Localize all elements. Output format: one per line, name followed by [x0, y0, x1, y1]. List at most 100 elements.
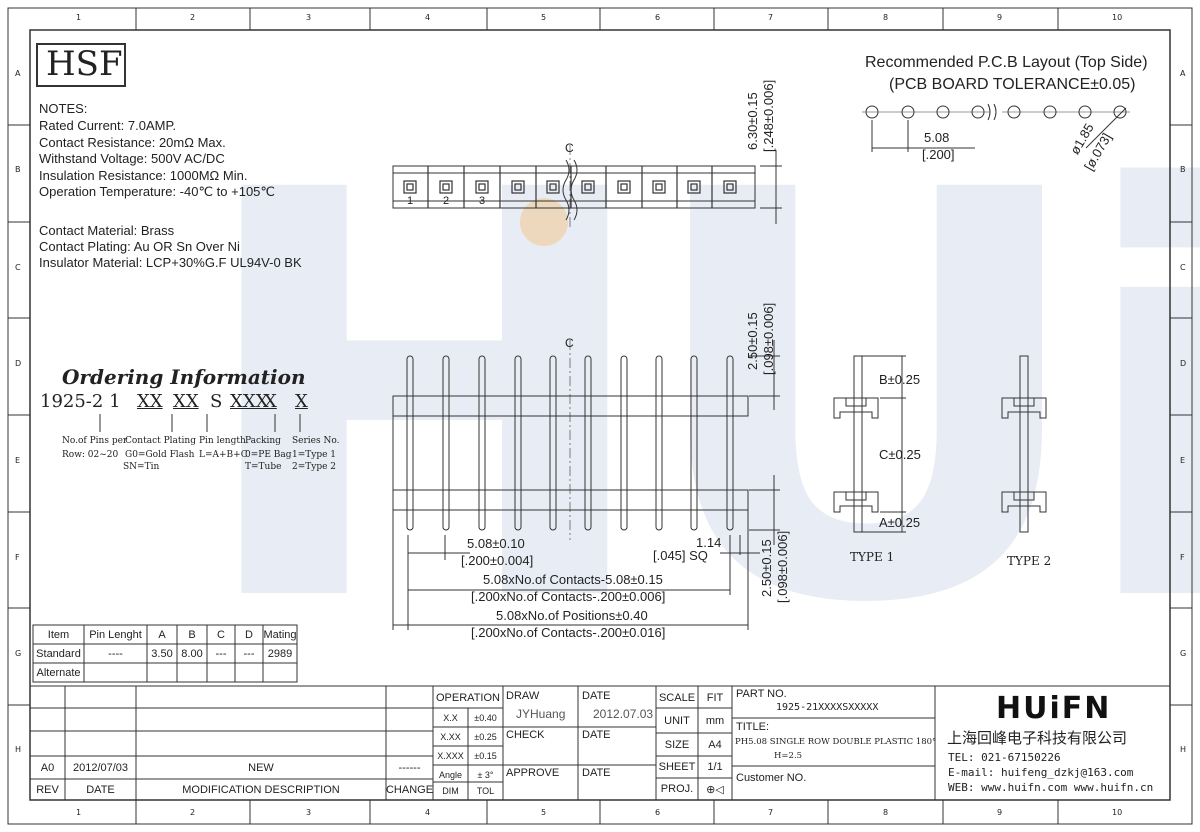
pin-size-dim: 1.14 [696, 535, 722, 550]
rev-date-value: 2012/07/03 [72, 762, 129, 774]
pin-table-header: D [245, 629, 253, 641]
part-title-line1: PH5.08 SINGLE ROW DOUBLE PLASTIC 180° [735, 737, 937, 747]
ordering-legend-line: G0=Gold Flash [125, 450, 195, 460]
watermark: HUiFN [190, 74, 1200, 726]
ordering-code-part: S [210, 391, 223, 412]
border-col-label: 6 [655, 808, 661, 817]
rev-description-header: MODIFICATION DESCRIPTION [182, 784, 340, 796]
contact-square-inner [726, 183, 734, 191]
notes-title: NOTES: [39, 101, 88, 116]
pin-table-cell: Alternate [36, 667, 81, 679]
border-row-label: A [1180, 69, 1186, 78]
pin-table-header: A [158, 629, 166, 641]
rev-change-value: ------ [398, 762, 421, 774]
front-top-dim: 2.50±0.15 [745, 312, 760, 370]
side-dim-b: B±0.25 [879, 372, 921, 387]
contact-square [511, 180, 525, 194]
border-row-label: E [15, 456, 21, 465]
header-pin [690, 355, 698, 531]
company-web: WEB: www.huifn.com www.huifn.cn [948, 781, 1154, 794]
border-row-label: G [15, 649, 22, 658]
pcb-title: Recommended P.C.B Layout (Top Side) [865, 54, 1148, 71]
draw-date-label: DATE [582, 690, 611, 702]
ordering-code-part: XXX [230, 391, 269, 412]
front-pitch-dim: 5.08±0.10 [467, 536, 525, 551]
border-row-label: E [1180, 456, 1186, 465]
contacts-dim-inch: [.200xNo.of Contacts-.200±0.006] [471, 589, 666, 604]
border-row-label: H [15, 745, 22, 754]
header-pin [726, 355, 734, 531]
tol-dim-footer: DIM [442, 786, 459, 796]
header-pin [442, 355, 450, 531]
check-date-label: DATE [582, 729, 611, 741]
note-line: Withstand Voltage: 500V AC/DC [39, 151, 225, 166]
company-email: E-mail: huifeng_dzkj@163.com [948, 766, 1134, 779]
pin-table-cell [207, 664, 235, 682]
border-col-label: 5 [541, 808, 547, 817]
proj-label: PROJ. [660, 783, 694, 795]
contact-square-inner [442, 183, 450, 191]
rev-value: A0 [40, 762, 55, 774]
contact-square-inner [406, 183, 414, 191]
contact-square-inner [620, 183, 628, 191]
side-dim-a: A±0.25 [879, 515, 921, 530]
pcb-tolerance: (PCB BOARD TOLERANCE±0.05) [889, 76, 1136, 93]
top-view-height-dim-inch: [.248±0.006] [761, 79, 776, 152]
border-row-label: H [1180, 745, 1187, 754]
pcb-pitch-dim-inch: [.200] [922, 147, 955, 162]
front-pitch-dim-inch: [.200±0.004] [461, 553, 534, 568]
unit-label: UNIT [664, 715, 690, 727]
border-row-label: D [1180, 359, 1187, 368]
contact-square-inner [655, 183, 663, 191]
note-line: Operation Temperature: -40℃ to +105℃ [39, 184, 276, 199]
pin-size-dim-inch: [.045] SQ [653, 548, 708, 563]
pin-number-label: 1 [407, 195, 414, 207]
contact-square [439, 180, 453, 194]
contact-square [652, 180, 666, 194]
ordering-legend-head: Pin length [199, 436, 246, 446]
ordering-code-part: 1925-2 1 [40, 391, 121, 412]
border-col-label: 3 [306, 808, 312, 817]
ordering-code-part: X [295, 391, 308, 412]
contact-square [403, 180, 417, 194]
border-col-label: 1 [76, 13, 82, 22]
tolerance-dim: X.XX [440, 732, 461, 742]
ordering-legend-line: SN=Tin [123, 462, 160, 472]
pin-number-label: 3 [479, 195, 486, 207]
border-col-label: 7 [768, 808, 774, 817]
border-col-label: 3 [306, 13, 312, 22]
header-pin [406, 355, 414, 531]
projection-symbol-icon: ⊕◁ [706, 783, 724, 796]
tol-tol-footer: TOL [476, 786, 495, 796]
rev-description-value: NEW [248, 762, 274, 774]
header-pin [620, 355, 628, 531]
pin-table-cell: 2989 [267, 648, 293, 660]
side-dim-c: C±0.25 [879, 447, 921, 462]
ordering-legend-line: T=Tube [245, 462, 282, 472]
ordering-legend-head: Series No. [292, 436, 340, 446]
front-view-centerline: C [565, 336, 574, 350]
ordering-code-part: X [264, 391, 277, 412]
note-line: Rated Current: 7.0AMP. [39, 118, 177, 133]
pin-table-cell [177, 664, 207, 682]
ordering-legend-line: 2=Type 2 [292, 462, 337, 472]
ordering-code-part: XX [137, 391, 163, 412]
pin-table-header: Item [47, 629, 70, 641]
border-row-label: A [15, 69, 21, 78]
sheet-label: SHEET [658, 761, 696, 773]
pin-table-cell [263, 664, 297, 682]
border-row-label: C [15, 263, 21, 272]
draw-name: JYHuang [516, 707, 566, 721]
company-tel: TEL: 021-67150226 [948, 751, 1061, 764]
scale-label: SCALE [658, 692, 696, 704]
top-view-centerline: C [565, 141, 574, 155]
pin-table-cell [235, 664, 263, 682]
hsf-brand-box: HSF [46, 44, 123, 84]
size-value: A4 [708, 738, 722, 751]
border-col-label: 10 [1112, 808, 1123, 817]
tolerance-value: ±0.15 [474, 751, 497, 761]
draw-date: 2012.07.03 [593, 707, 654, 721]
tolerance-value: ± 3° [477, 770, 494, 780]
company-logo: HUiFN [996, 691, 1112, 726]
